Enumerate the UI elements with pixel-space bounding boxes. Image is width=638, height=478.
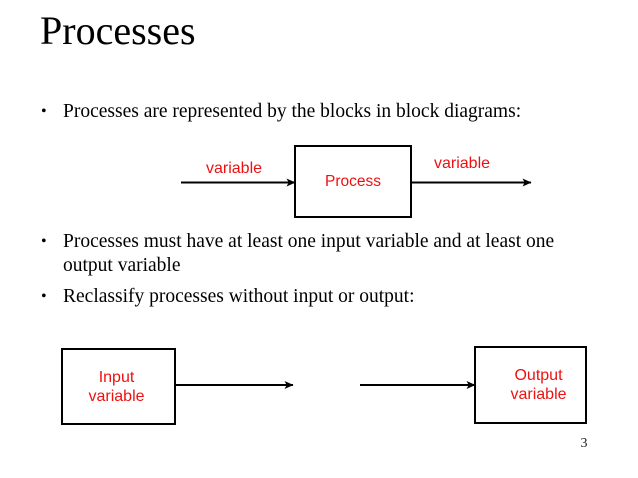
process-block-label: Process bbox=[325, 173, 381, 190]
bullet-glyph-icon: • bbox=[41, 233, 47, 250]
input-variable-block-label: Input variable bbox=[88, 368, 145, 405]
bullet-glyph-icon: • bbox=[41, 288, 47, 305]
input-variable-block: Input variable bbox=[61, 348, 176, 425]
process-block: Process bbox=[294, 145, 412, 218]
bullet-item: • Reclassify processes without input or … bbox=[41, 285, 541, 309]
bullet-glyph-icon: • bbox=[41, 103, 47, 120]
page-title: Processes bbox=[40, 8, 196, 53]
bullet-item: • Processes are represented by the block… bbox=[41, 100, 611, 124]
bullet-text: Reclassify processes without input or ou… bbox=[63, 286, 415, 307]
page-number: 3 bbox=[580, 436, 588, 451]
bullet-text: Processes are represented by the blocks … bbox=[63, 101, 522, 122]
output-variable-block: Output variable bbox=[474, 346, 587, 424]
output-variable-label: variable bbox=[434, 155, 491, 172]
input-variable-label: variable bbox=[206, 160, 263, 177]
bullet-text: Processes must have at least one input v… bbox=[63, 231, 555, 276]
bullet-item: • Processes must have at least one input… bbox=[41, 230, 607, 278]
output-variable-block-label: Output variable bbox=[510, 367, 567, 403]
